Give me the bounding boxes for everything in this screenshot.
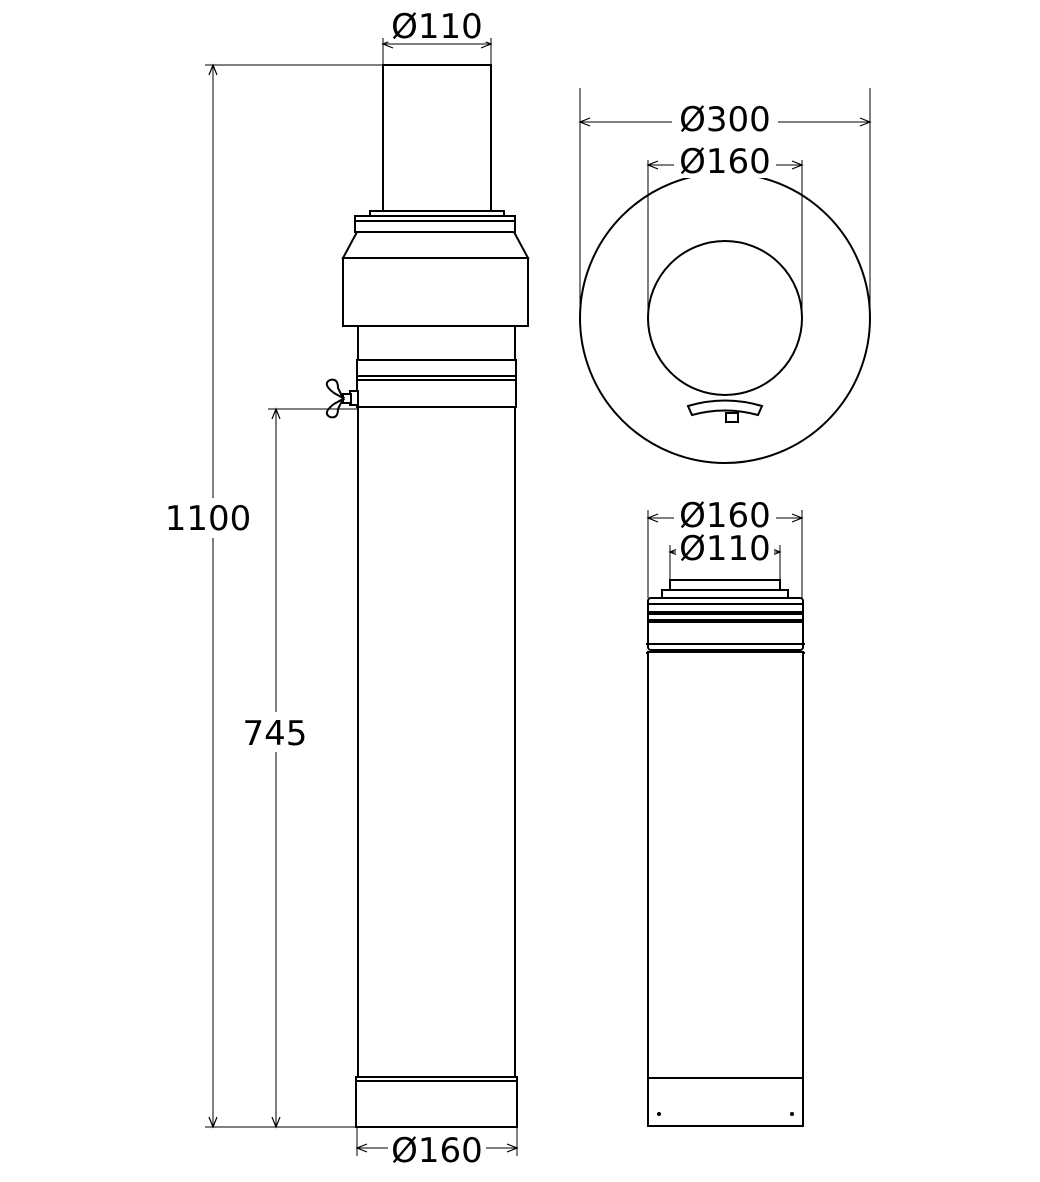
dimension-label: Ø110	[679, 529, 771, 569]
dimension-label: Ø160	[679, 496, 771, 536]
clamp-arc	[686, 399, 764, 417]
inner-circle	[647, 240, 803, 396]
adapter-body	[342, 257, 529, 327]
extension-pipe	[646, 579, 805, 1127]
dimension-label: Ø160	[391, 1131, 483, 1171]
outer-pipe	[357, 406, 516, 1078]
dimension-lower-height: 745	[240, 407, 358, 1129]
cone-adapter	[341, 231, 530, 259]
dimension-label: Ø160	[679, 142, 771, 182]
dimension-right-outer: Ø160	[646, 496, 804, 598]
dimension-top-diameter: Ø110	[381, 7, 493, 65]
dimension-total-height: 1100	[165, 63, 383, 1129]
dimension-label: Ø110	[391, 7, 483, 47]
adapter-neck	[357, 325, 516, 361]
top-view: Ø300 Ø160	[578, 88, 872, 464]
dimension-right-inner: Ø110	[668, 529, 782, 580]
inner-flue-pipe	[382, 64, 492, 214]
bottom-sleeve	[355, 1076, 518, 1128]
dimension-bottom-diameter: Ø160	[355, 1127, 519, 1171]
dimension-label: 745	[243, 714, 308, 754]
dimension-label: 1100	[165, 499, 252, 539]
clamp-band	[356, 359, 517, 408]
side-view-assembly	[325, 64, 530, 1128]
wing-nut-icon	[325, 378, 359, 419]
upper-band	[354, 215, 516, 233]
dimension-label: Ø300	[679, 100, 771, 140]
